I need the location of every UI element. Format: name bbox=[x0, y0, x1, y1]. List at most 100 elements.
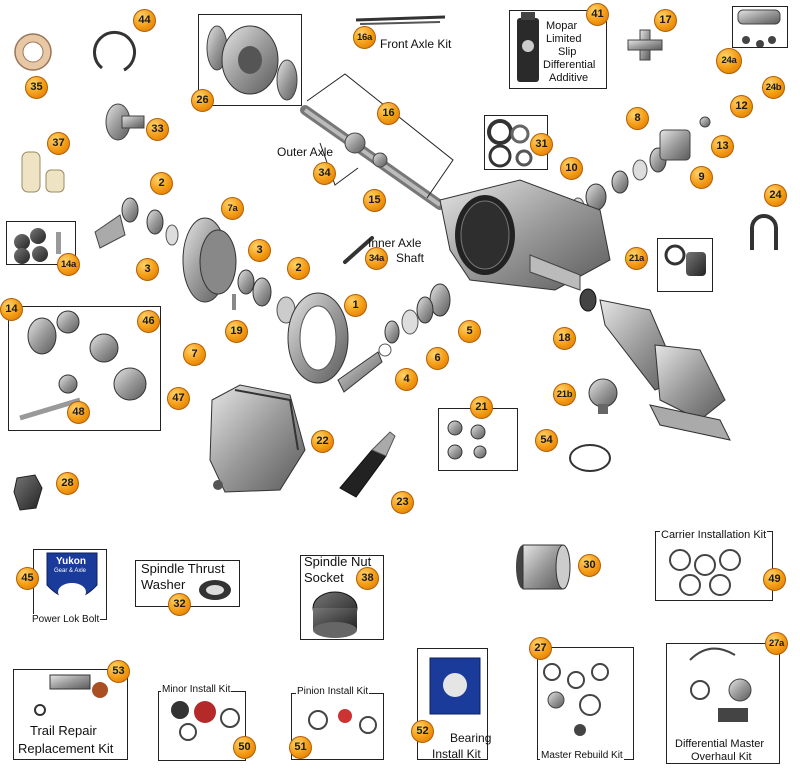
yukon-text-1: Yukon bbox=[56, 556, 87, 567]
callout-24a: 24a bbox=[716, 48, 742, 74]
master-rebuild-kit-part bbox=[543, 663, 609, 736]
callout-21a: 21a bbox=[625, 247, 648, 270]
callout-15: 15 bbox=[363, 189, 386, 212]
callout-6: 6 bbox=[426, 347, 449, 370]
ring-and-pinion-part bbox=[287, 292, 383, 393]
nylon-bushing-part bbox=[21, 151, 65, 193]
callout-7a: 7a bbox=[221, 197, 244, 220]
diff-master-label-1: Differential Master bbox=[674, 738, 766, 750]
callout-bracket-34 bbox=[319, 142, 359, 186]
lower-ball-joint-part bbox=[588, 378, 618, 414]
callout-23: 23 bbox=[391, 491, 414, 514]
inner-axle-shaft-part bbox=[343, 236, 374, 264]
callout-17: 17 bbox=[654, 9, 677, 32]
inner-axle-label-1: Inner Axle bbox=[368, 236, 422, 250]
gasket-part bbox=[14, 33, 52, 71]
callout-44: 44 bbox=[133, 9, 156, 32]
axle-housing-part bbox=[439, 179, 611, 291]
mopar-box bbox=[509, 10, 607, 89]
front-axle-tool-part bbox=[355, 15, 446, 25]
spindle-nut-label-1: Spindle Nut bbox=[304, 554, 372, 569]
callout-27a: 27a bbox=[765, 632, 788, 655]
ball-joint-kit-box bbox=[657, 238, 713, 292]
callout-14a: 14a bbox=[57, 253, 80, 276]
callout-12: 12 bbox=[730, 95, 753, 118]
spider-gears-group-part bbox=[19, 310, 147, 421]
callout-5: 5 bbox=[458, 320, 481, 343]
snap-ring-wire-part bbox=[569, 444, 611, 472]
callout-32: 32 bbox=[168, 593, 191, 616]
callout-37: 37 bbox=[47, 132, 70, 155]
hub-box bbox=[198, 14, 302, 106]
u-bolt-strap-box bbox=[732, 6, 788, 48]
callout-47: 47 bbox=[167, 387, 190, 410]
callout-16a: 16a bbox=[353, 26, 376, 49]
callout-13: 13 bbox=[711, 135, 734, 158]
callout-14: 14 bbox=[0, 298, 23, 321]
callout-53: 53 bbox=[107, 660, 130, 683]
callout-24: 24 bbox=[764, 184, 787, 207]
callout-7: 7 bbox=[183, 343, 206, 366]
u-joint-part bbox=[627, 29, 663, 61]
callout-41: 41 bbox=[586, 3, 609, 26]
trail-repair-label-1: Trail Repair bbox=[30, 723, 97, 738]
pinion-install-kit-part bbox=[308, 709, 377, 734]
callout-50: 50 bbox=[233, 736, 256, 759]
callout-48: 48 bbox=[67, 401, 90, 424]
needle-bearing-part bbox=[516, 544, 571, 590]
master-rebuild-box bbox=[537, 647, 634, 760]
carrier-bearing-right-part bbox=[237, 269, 296, 324]
bearing-install-label-2: Install Kit bbox=[432, 747, 481, 761]
callout-1: 1 bbox=[344, 294, 367, 317]
callout-31: 31 bbox=[530, 133, 553, 156]
spindle-part bbox=[105, 103, 145, 141]
u-bolt-part bbox=[750, 214, 778, 250]
overhaul-kit-part bbox=[689, 647, 752, 722]
spindle-thrust-label-2: Washer bbox=[141, 577, 186, 592]
callout-19: 19 bbox=[225, 320, 248, 343]
carrier-installation-box bbox=[655, 531, 773, 601]
yukon-shield-logo bbox=[46, 552, 98, 601]
pinion-bearing-part bbox=[378, 283, 451, 357]
carrier-installation-label: Carrier Installation Kit bbox=[660, 529, 768, 541]
front-axle-kit-label: Front Axle Kit bbox=[380, 37, 452, 51]
bearing-install-box bbox=[417, 648, 488, 760]
mopar-label-4: Differential bbox=[543, 59, 596, 71]
callout-2-left: 2 bbox=[150, 172, 173, 195]
differential-carrier-part bbox=[182, 217, 237, 303]
mopar-label-5: Additive bbox=[549, 72, 589, 84]
callout-21b: 21b bbox=[553, 383, 576, 406]
spider-gears-box bbox=[8, 306, 161, 431]
bearing-install-kit-box bbox=[429, 657, 481, 715]
inner-axle-label-2: Shaft bbox=[396, 251, 425, 265]
u-bolt-strap-part bbox=[737, 9, 781, 48]
callout-49: 49 bbox=[763, 568, 786, 591]
spindle-nut-socket-part bbox=[312, 591, 358, 638]
differential-cover-part bbox=[209, 384, 306, 493]
callout-3-mid: 3 bbox=[248, 239, 271, 262]
minor-install-kit-part bbox=[171, 701, 240, 741]
callout-27: 27 bbox=[529, 637, 552, 660]
minor-install-label: Minor Install Kit bbox=[161, 684, 232, 695]
callout-54: 54 bbox=[535, 429, 558, 452]
spindle-nut-socket-box bbox=[300, 555, 384, 640]
callout-45: 45 bbox=[16, 567, 39, 590]
spider-gear-set-part bbox=[14, 228, 61, 264]
trail-repair-kit-part bbox=[34, 674, 108, 716]
mopar-label-3: Slip bbox=[558, 46, 577, 58]
cross-pin-part bbox=[232, 294, 236, 310]
axle-seal-part bbox=[579, 288, 597, 312]
fill-plug-part bbox=[13, 474, 43, 511]
callout-2-mid: 2 bbox=[287, 257, 310, 280]
callout-34: 34 bbox=[313, 162, 336, 185]
gear-set-box bbox=[6, 221, 76, 265]
callout-28: 28 bbox=[56, 472, 79, 495]
master-rebuild-label: Master Rebuild Kit bbox=[540, 750, 624, 761]
callout-34a: 34a bbox=[365, 247, 388, 270]
callout-21: 21 bbox=[470, 396, 493, 419]
ball-joint-set-part bbox=[447, 420, 487, 460]
bearing-install-label-1: Bearing bbox=[450, 731, 492, 745]
callout-35: 35 bbox=[25, 76, 48, 99]
spindle-thrust-label-1: Spindle Thrust bbox=[141, 561, 225, 576]
